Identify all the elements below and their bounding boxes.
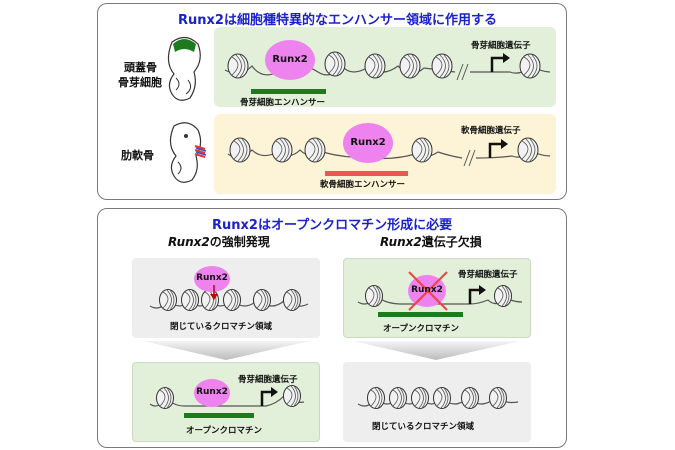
knockout-heading: Runx2遺伝子欠損 <box>380 233 482 250</box>
overexpression-heading-text: の強制発現 <box>209 235 270 249</box>
bottom-panel-title: Runx2はオープンクロマチン形成に必要 <box>212 218 453 233</box>
row2-gene-label: 軟骨細胞遺伝子 <box>461 126 521 136</box>
right-top-gene-label: 骨芽細胞遺伝子 <box>458 270 518 280</box>
runx2-label-left-bottom: Runx2 <box>196 387 228 397</box>
right-top-open-bar <box>378 312 463 317</box>
knockout-cross-icon <box>408 271 448 311</box>
left-bottom-open-bar <box>184 413 254 418</box>
knockout-heading-gene: Runx2 <box>380 235 422 249</box>
row2-cell-label: 肋軟骨 <box>121 149 154 162</box>
runx2-factor-row1 <box>265 40 315 80</box>
osteoblast-enhancer-bar <box>251 89 326 94</box>
overexpression-heading-gene: Runx2 <box>168 235 210 249</box>
row1-enhancer-label: 骨芽細胞エンハンサー <box>240 98 326 108</box>
right-transition-arrow <box>353 341 520 360</box>
left-bottom-chromatin <box>149 385 305 409</box>
runx2-factor-left-bottom <box>194 379 230 407</box>
chondrocyte-enhancer-bar <box>325 171 408 176</box>
row1-cell-label-line2: 骨芽細胞 <box>118 76 162 89</box>
embryo-icon-row1 <box>167 36 201 101</box>
runx2-factor-row2 <box>343 123 393 163</box>
left-bottom-caption: オープンクロマチン <box>186 426 262 436</box>
row1-cell-label-line1: 頭蓋骨 <box>124 61 157 74</box>
right-bottom-caption: 閉じているクロマチン領域 <box>372 422 475 432</box>
right-bottom-chromatin <box>357 387 519 409</box>
row1-gene-label: 骨芽細胞遺伝子 <box>471 41 531 51</box>
red-binding-arrow <box>210 285 218 300</box>
left-top-chromatin <box>149 289 309 311</box>
row2-chromatin <box>227 137 551 167</box>
overexpression-heading: Runx2の強制発現 <box>168 233 270 250</box>
left-top-caption: 閉じているクロマチン領域 <box>170 322 273 332</box>
knockout-heading-text: 遺伝子欠損 <box>421 235 482 249</box>
left-transition-arrow <box>143 341 310 360</box>
runx2-factor-left-top <box>194 266 230 292</box>
top-panel-title: Runx2は細胞種特異的なエンハンサー領域に作用する <box>178 13 497 28</box>
right-top-caption: オープンクロマチン <box>383 324 459 334</box>
left-bottom-gene-label: 骨芽細胞遺伝子 <box>238 375 298 385</box>
row1-chromatin <box>224 51 551 81</box>
runx2-label-row1: Runx2 <box>272 54 308 65</box>
runx2-label-row2: Runx2 <box>350 137 386 148</box>
runx2-label-left-top: Runx2 <box>196 273 228 283</box>
right-top-chromatin <box>357 285 523 307</box>
embryo-icon-row2 <box>169 122 207 183</box>
runx2-label-right-top: Runx2 <box>411 285 443 295</box>
row2-enhancer-label: 軟骨細胞エンハンサー <box>320 180 406 190</box>
